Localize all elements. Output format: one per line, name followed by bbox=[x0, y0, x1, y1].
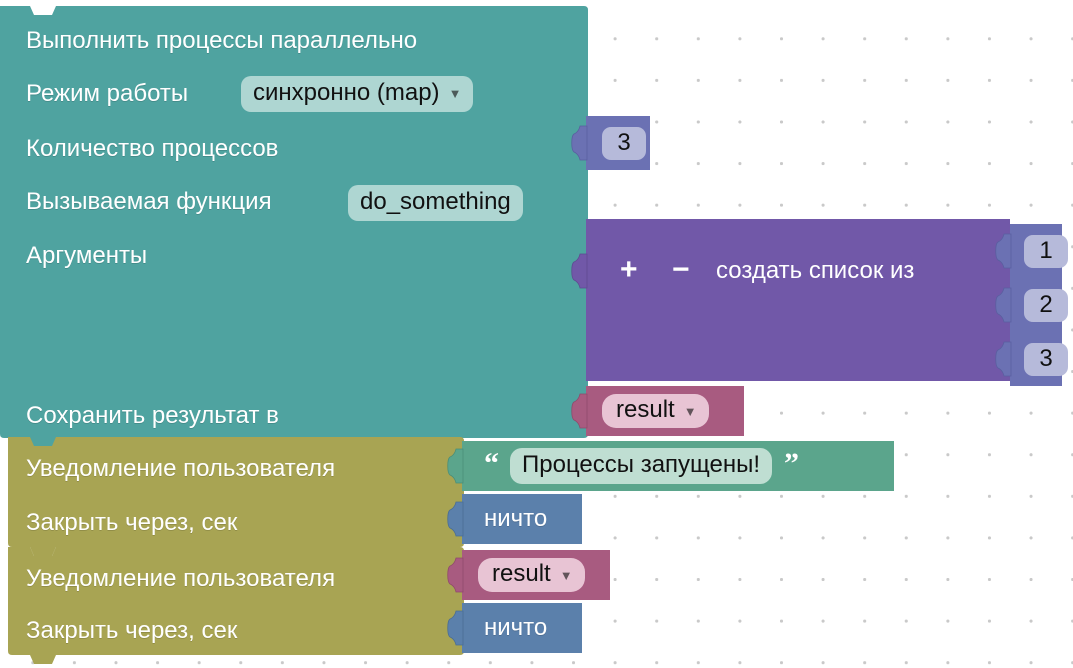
block-notify-first[interactable]: Уведомление пользователя Закрыть через, … bbox=[8, 437, 464, 556]
chevron-down-icon: ▼ bbox=[559, 567, 573, 583]
block-notify-first-shape bbox=[8, 437, 464, 556]
notify-first-message-field[interactable]: Процессы запущены! bbox=[510, 448, 773, 484]
function-name-field[interactable]: do_something bbox=[348, 185, 523, 221]
notify-second-timeout-value: ничто bbox=[484, 614, 548, 641]
notify-first-close-label: Закрыть через, сек bbox=[26, 509, 238, 536]
puzzle-plug-icon bbox=[571, 253, 588, 289]
chevron-down-icon: ▼ bbox=[448, 86, 462, 102]
block-parallel-title: Выполнить процессы параллельно bbox=[26, 27, 418, 54]
value-process-count[interactable]: 3 bbox=[571, 116, 650, 170]
notify-second-message-value: result bbox=[492, 560, 551, 588]
notify-first-timeout-value: ничто bbox=[484, 505, 548, 532]
list-item-3[interactable]: 3 bbox=[995, 332, 1068, 386]
row-function-label: Вызываемая функция bbox=[26, 188, 272, 215]
block-parallel-processes[interactable]: Выполнить процессы параллельно Режим раб… bbox=[0, 6, 588, 447]
notify-second-message-dropdown[interactable]: result ▼ bbox=[478, 558, 585, 592]
puzzle-plug-icon bbox=[447, 448, 464, 484]
mode-dropdown-value: синхронно (map) bbox=[253, 79, 440, 106]
value-notify-first-message[interactable]: “ Процессы запущены! ” bbox=[447, 441, 894, 491]
save-variable-name: result bbox=[616, 396, 675, 424]
notify-first-title: Уведомление пользователя bbox=[26, 455, 336, 482]
function-name-value: do_something bbox=[360, 188, 511, 215]
value-create-list[interactable]: + − создать список из bbox=[571, 219, 1010, 381]
row-count-label: Количество процессов bbox=[26, 135, 279, 162]
puzzle-plug-icon bbox=[995, 287, 1012, 323]
list-item-1-value[interactable]: 1 bbox=[1024, 234, 1068, 268]
list-item-2[interactable]: 2 bbox=[995, 278, 1068, 332]
puzzle-plug-icon bbox=[447, 501, 464, 537]
open-quote-icon: “ bbox=[484, 447, 499, 480]
puzzle-plug-icon bbox=[447, 610, 464, 646]
row-arguments-label: Аргументы bbox=[26, 242, 148, 269]
puzzle-plug-icon bbox=[447, 557, 464, 593]
list-item-1[interactable]: 1 bbox=[995, 224, 1068, 278]
value-save-variable[interactable]: result ▼ bbox=[571, 386, 744, 436]
block-notify-second[interactable]: Уведомление пользователя Закрыть через, … bbox=[8, 547, 464, 664]
puzzle-plug-icon bbox=[995, 233, 1012, 269]
notify-second-title: Уведомление пользователя bbox=[26, 565, 336, 592]
chevron-down-icon: ▼ bbox=[683, 403, 697, 419]
puzzle-plug-icon bbox=[571, 125, 588, 161]
row-save-label: Сохранить результат в bbox=[26, 402, 279, 429]
list-item-2-value[interactable]: 2 bbox=[1024, 288, 1068, 322]
remove-item-button[interactable]: − bbox=[672, 253, 690, 286]
puzzle-plug-icon bbox=[995, 341, 1012, 377]
value-notify-first-timeout[interactable]: ничто bbox=[447, 494, 582, 544]
mode-dropdown[interactable]: синхронно (map) ▼ bbox=[241, 76, 474, 112]
block-parallel-shape bbox=[0, 6, 588, 447]
value-notify-second-message[interactable]: result ▼ bbox=[447, 550, 610, 600]
row-mode-label: Режим работы bbox=[26, 80, 189, 107]
block-notify-second-shape bbox=[8, 547, 464, 664]
save-variable-dropdown[interactable]: result ▼ bbox=[602, 394, 709, 428]
add-item-button[interactable]: + bbox=[620, 253, 638, 286]
puzzle-plug-icon bbox=[571, 393, 588, 429]
notify-second-close-label: Закрыть через, сек bbox=[26, 617, 238, 644]
close-quote-icon: ” bbox=[784, 447, 799, 480]
create-list-label: создать список из bbox=[716, 257, 915, 284]
list-item-3-value[interactable]: 3 bbox=[1024, 342, 1068, 376]
value-notify-second-timeout[interactable]: ничто bbox=[447, 603, 582, 653]
process-count-value[interactable]: 3 bbox=[602, 126, 646, 160]
notify-first-message-value: Процессы запущены! bbox=[522, 451, 761, 479]
